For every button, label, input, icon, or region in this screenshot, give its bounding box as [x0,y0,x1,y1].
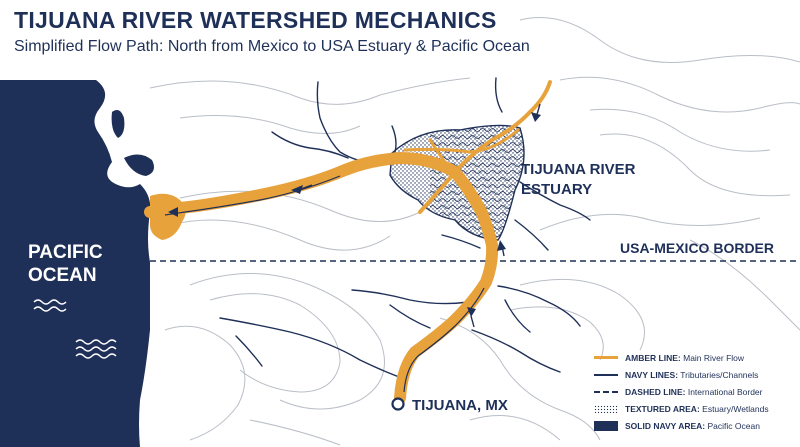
legend-item-amber-line: AMBER LINE: Main River Flow [592,350,796,367]
legend-desc: Tributaries/Channels [680,370,759,380]
legend-text: TEXTURED AREA: Estuary/Wetlands [625,404,769,414]
tributaries [219,77,591,379]
legend-label: AMBER LINE: [625,353,681,363]
estuary-label: TIJUANA RIVER ESTUARY [521,161,636,198]
border-label: USA-MEXICO BORDER [620,240,775,256]
navy-line-swatch [594,371,618,379]
legend-label: DASHED LINE: [625,387,686,397]
legend-text: NAVY LINES: Tributaries/Channels [625,370,758,380]
legend-item-dashed-line: DASHED LINE: International Border [592,384,796,401]
solid-navy-swatch [594,421,618,431]
legend-desc: Main River Flow [683,353,745,363]
page-title: TIJUANA RIVER WATERSHED MECHANICS [14,7,497,33]
dashed-line-swatch [594,388,618,396]
legend-item-solid-navy-area: SOLID NAVY AREA: Pacific Ocean [592,418,796,435]
legend-item-textured-area: TEXTURED AREA: Estuary/Wetlands [592,401,796,418]
river-mouth [150,193,186,240]
main-river [144,80,552,404]
legend: AMBER LINE: Main River Flow NAVY LINES: … [592,350,796,435]
wave-icon [33,299,117,359]
river-centerline-2 [403,287,485,393]
legend-desc: Estuary/Wetlands [702,404,769,414]
topographic-contours [149,17,800,446]
texture-swatch [594,405,618,413]
legend-text: DASHED LINE: International Border [625,387,763,397]
city-label: TIJUANA, MX [412,397,508,414]
coastal-outcrop [111,110,125,138]
legend-desc: International Border [687,387,763,397]
ocean-label: PACIFIC OCEAN [28,242,103,286]
legend-text: AMBER LINE: Main River Flow [625,353,744,363]
legend-item-navy-lines: NAVY LINES: Tributaries/Channels [592,367,796,384]
legend-text: SOLID NAVY AREA: Pacific Ocean [625,421,760,431]
legend-desc: Pacific Ocean [707,421,760,431]
legend-label: NAVY LINES: [625,370,679,380]
legend-label: SOLID NAVY AREA: [625,421,706,431]
pacific-ocean-area [0,80,151,447]
legend-label: TEXTURED AREA: [625,404,700,414]
amber-line-swatch [594,354,618,362]
flow-arrow-shafts [300,103,541,328]
page-subtitle: Simplified Flow Path: North from Mexico … [14,38,530,55]
city-marker-icon [391,397,405,411]
coastal-outcrop-2 [124,154,154,176]
